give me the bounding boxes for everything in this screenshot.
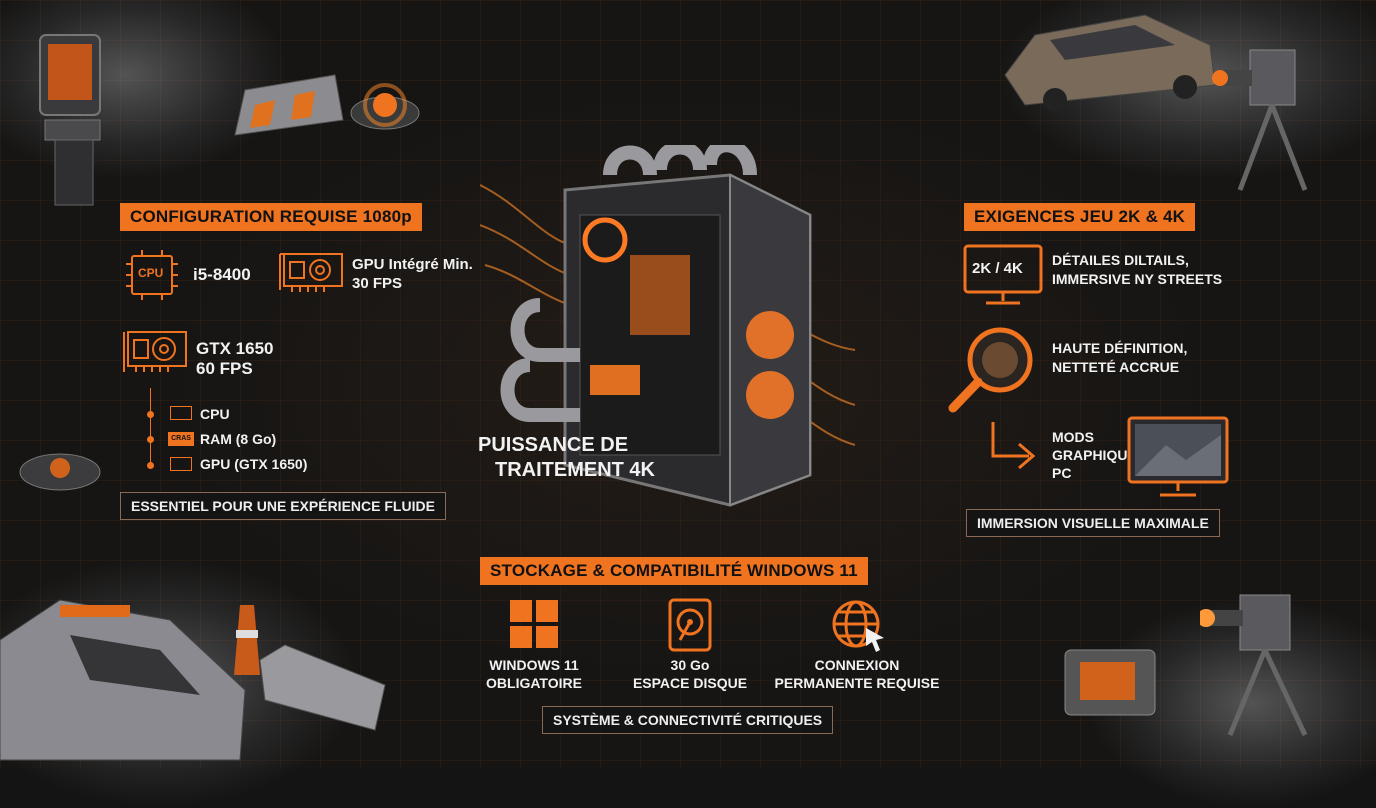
list-item-cpu: CPU [200,406,230,422]
right-section-footer: IMMERSION VISUELLE MAXIMALE [966,509,1220,537]
gaming-pc-illustration [480,145,856,507]
concrete-barrier-illustration [234,74,344,136]
list-item-ram: RAM (8 Go) [200,431,277,447]
bottom-item-1-line1: WINDOWS 11 [489,657,579,673]
car-illustration-bottom-left [0,599,246,761]
dedicated-gpu-fps: 60 FPS [196,359,253,378]
integrated-gpu-card-icon [279,253,343,292]
bottom-item-2-line2: ESPACE DISQUE [632,675,748,691]
right-item-3-line1: MODS [1052,429,1094,445]
arrow-right-icon [991,422,1036,470]
car-illustration-top-right [1004,14,1216,112]
list-item-gpu: GPU (GTX 1650) [200,456,308,472]
dedicated-gpu-model: GTX 1650 [196,339,274,358]
component-list-connector [150,388,151,468]
list-bullet-cpu [147,411,154,418]
integrated-gpu-fps: 30 FPS [352,275,403,292]
bottom-item-2-line1: 30 Go [670,657,710,673]
left-section-footer: ESSENTIEL POUR UNE EXPÉRIENCE FLUIDE [120,492,446,520]
cpu-icon-label: CPU [138,266,164,280]
left-section-title: CONFIGURATION REQUISE 1080p [120,203,422,231]
right-item-1-line2: IMMERSIVE NY STREETS [1052,271,1223,287]
cpu-model: i5-8400 [193,265,251,284]
globe-cursor-icon [832,600,884,652]
right-section-title: EXIGENCES JEU 2K & 4K [964,203,1196,231]
terminal-illustration-bottom-right [1064,649,1156,716]
center-caption-line2: TRAITEMENT 4K [495,459,655,481]
right-item-1-line1: DÉTAILES DILTAILS, [1052,252,1189,268]
turret-illustration-top-right [1212,49,1308,191]
traffic-cone-illustration [234,605,260,675]
bottom-section-footer: SYSTÈME & CONNECTIVITÉ CRITIQUES [542,706,834,734]
bottom-section-title: STOCKAGE & COMPATIBILITÉ WINDOWS 11 [480,557,868,585]
cpu-chip-icon [126,250,178,300]
bottom-item-3-line1: CONNEXION [814,657,900,673]
game-screen-monitor-icon [1127,416,1229,497]
bottom-item-1-line2: OBLIGATOIRE [486,675,582,691]
mini-cpu-icon [170,406,192,420]
right-item-3-line2: GRAPHIQUES [1052,447,1147,463]
kiosk-terminal-illustration [39,34,101,206]
hard-disk-icon [668,598,712,652]
dedicated-gpu-card-icon [123,331,187,372]
center-caption-line1: PUISSANCE DE [478,434,629,456]
integrated-gpu-label: GPU Intégré Min. [352,256,473,273]
list-bullet-gpu [147,462,154,469]
mini-gpu-icon [170,457,192,471]
right-item-3-line3: PC [1052,465,1072,481]
left-drone-illustration [19,453,101,491]
windows-logo-icon [510,600,558,648]
monitor-resolution-label: 2K / 4K [972,260,1023,277]
glowing-sensor-illustration [350,83,420,130]
bottom-item-3-line2: PERMANENTE REQUISE [774,675,940,691]
barrier-illustration-bottom-left [259,644,386,731]
list-bullet-ram [147,436,154,443]
right-item-2-line1: HAUTE DÉFINITION, [1052,340,1188,356]
turret-illustration-bottom-right [1200,594,1308,737]
right-item-2-line2: NETTETÉ ACCRUE [1052,359,1180,375]
mini-ram-icon: CRAS [168,432,194,446]
magnifying-glass-icon [948,327,1033,413]
monitor-icon [963,244,1043,305]
